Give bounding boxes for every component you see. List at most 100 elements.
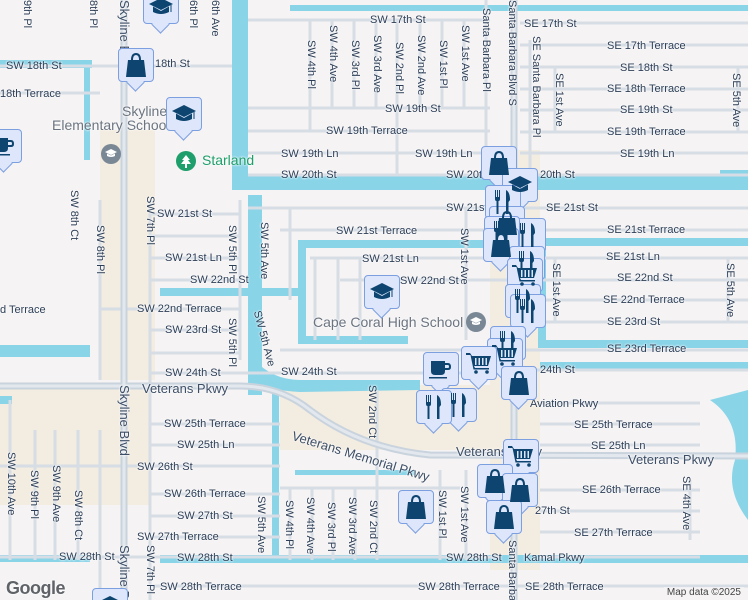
shopping-marker[interactable] <box>118 48 154 82</box>
graduation-cap-icon <box>149 0 173 14</box>
road-label: Veterans Pkwy <box>628 452 714 467</box>
fork-knife-icon <box>495 190 510 214</box>
road-label: SW 18th St <box>6 60 62 72</box>
coffee-cup-icon <box>0 138 14 156</box>
shopping-marker[interactable] <box>398 490 434 524</box>
fork-knife-icon <box>515 289 530 313</box>
road-label: SE 21st St <box>546 202 598 214</box>
road-label: SW 5th Ave <box>255 496 267 554</box>
grocery-marker[interactable] <box>461 346 497 380</box>
road-label: SE 5th Ave <box>724 263 736 318</box>
fork-knife-icon <box>451 393 466 417</box>
road-label: SW 28th St <box>59 551 115 563</box>
school-pin-icon[interactable] <box>101 144 121 164</box>
google-logo[interactable]: Google <box>6 578 66 598</box>
road-label: SW 23rd St <box>165 324 222 336</box>
shopping-marker[interactable] <box>486 500 522 534</box>
graduation-cap-icon <box>102 596 118 600</box>
road-label: SW 25th Terrace <box>164 418 246 430</box>
place-label-cape-coral-high[interactable]: Cape Coral High School <box>313 314 464 330</box>
fork-knife-icon <box>520 223 535 247</box>
road-label: SE 1st Ave <box>550 263 562 317</box>
shopping-cart-icon <box>466 353 491 374</box>
road-label: SE 26th Terrace <box>582 484 661 496</box>
shopping-bag-icon <box>510 478 530 502</box>
road-label: SW 19th Ln <box>415 148 473 160</box>
shopping-cart-icon <box>512 265 537 286</box>
road-label: SE 25th Terrace <box>574 419 653 431</box>
road-label: 18th Terrace <box>0 88 61 100</box>
road-label: SW 21st Ln <box>165 252 222 264</box>
road-label: SE 28th Terrace <box>525 581 604 593</box>
school-marker[interactable] <box>92 588 128 600</box>
shopping-marker[interactable] <box>501 366 537 400</box>
place-label-starland[interactable]: Starland <box>202 152 255 168</box>
road-label: SW 28th St <box>446 552 502 564</box>
road-label: SW 5th Pl <box>226 225 238 274</box>
park-pin-icon[interactable] <box>176 151 196 171</box>
road-label: SE 19th St <box>620 104 673 116</box>
map-attribution[interactable]: Map data ©2025 <box>663 587 744 598</box>
road-label: SE 22nd Terrace <box>603 294 685 306</box>
road-label: 6th Ave <box>209 0 221 37</box>
road-label: SW 28th Terrace <box>160 581 242 593</box>
road-label: d Terrace <box>0 304 46 316</box>
road-label: SW 2nd Ct <box>367 500 379 554</box>
road-label: SW 1st Ave <box>458 228 470 285</box>
road-label: SE 17th St <box>524 18 577 30</box>
school-marker[interactable] <box>143 0 179 24</box>
road-label: SW 8th Ct <box>68 190 80 241</box>
road-label: SW 7th Pl <box>144 545 156 594</box>
road-label: SW 21st St <box>157 208 213 220</box>
school-marker[interactable] <box>166 97 202 131</box>
road-label: SW 3rd Ave <box>346 497 358 555</box>
road-label: SW 4th Pl <box>305 40 317 89</box>
school-marker[interactable] <box>364 275 400 309</box>
road-label: SW 4th Ave <box>304 497 316 555</box>
road-label: SW 27th St <box>177 510 233 522</box>
road-label: SW 28th Terrace <box>418 581 500 593</box>
road-label: SW 4th Pl <box>283 500 295 549</box>
road-label: 27th St <box>535 505 570 517</box>
road-label: SE 23rd St <box>607 316 661 328</box>
place-label-skyline-line2[interactable]: Elementary School <box>52 117 170 133</box>
road-label: SW 19th Terrace <box>326 125 408 137</box>
school-pin-icon[interactable] <box>466 312 486 332</box>
road-label: Santa Barbara Blvd S <box>506 540 518 600</box>
graduation-cap-icon <box>370 283 394 299</box>
road-label: SW 28th St <box>177 552 233 564</box>
road-label: SW 22nd St <box>190 274 249 286</box>
road-label: SW 1st Ave <box>459 25 471 82</box>
shopping-bag-icon <box>126 53 146 77</box>
road-label: SW 3rd Ave <box>371 35 383 93</box>
cafe-marker[interactable] <box>0 129 22 163</box>
shopping-bag-icon <box>509 371 529 395</box>
shopping-bag-icon <box>485 469 505 493</box>
restaurant-marker[interactable] <box>416 390 452 424</box>
road-label: SW 8th Pl <box>94 225 106 274</box>
road-label: Aviation Pkwy <box>530 398 599 410</box>
road-label: SW 27th Terrace <box>137 531 219 543</box>
road-label: 6th Pl <box>187 0 199 29</box>
road-label: SW 26th Terrace <box>164 488 246 500</box>
shopping-marker[interactable] <box>502 473 538 507</box>
road-label: SW 21st Terrace <box>336 225 418 237</box>
road-label: SE 18th St <box>620 62 673 74</box>
road-label: SW 26th St <box>137 461 193 473</box>
road-label: SE 5th Ave <box>730 73 742 128</box>
road-label: SE 27th Terrace <box>574 527 653 539</box>
road-label: SW 20th St <box>281 169 337 181</box>
road-label: SW 25th Ln <box>177 439 235 451</box>
cafe-marker[interactable] <box>423 352 459 386</box>
road-label: SW 5th Pl <box>226 318 238 367</box>
road-label: SW 22nd St <box>400 275 459 287</box>
coffee-cup-icon <box>429 361 451 379</box>
road-label: SW 1st Ave <box>458 486 470 543</box>
shopping-bag-icon <box>491 233 511 257</box>
road-label: SW 3rd Pl <box>349 40 361 90</box>
shopping-cart-icon <box>492 345 517 366</box>
road-label: Veterans Pkwy <box>142 381 228 396</box>
road-label: 8th Pl <box>87 0 99 29</box>
place-label-skyline-line1[interactable]: Skyline <box>122 103 168 119</box>
